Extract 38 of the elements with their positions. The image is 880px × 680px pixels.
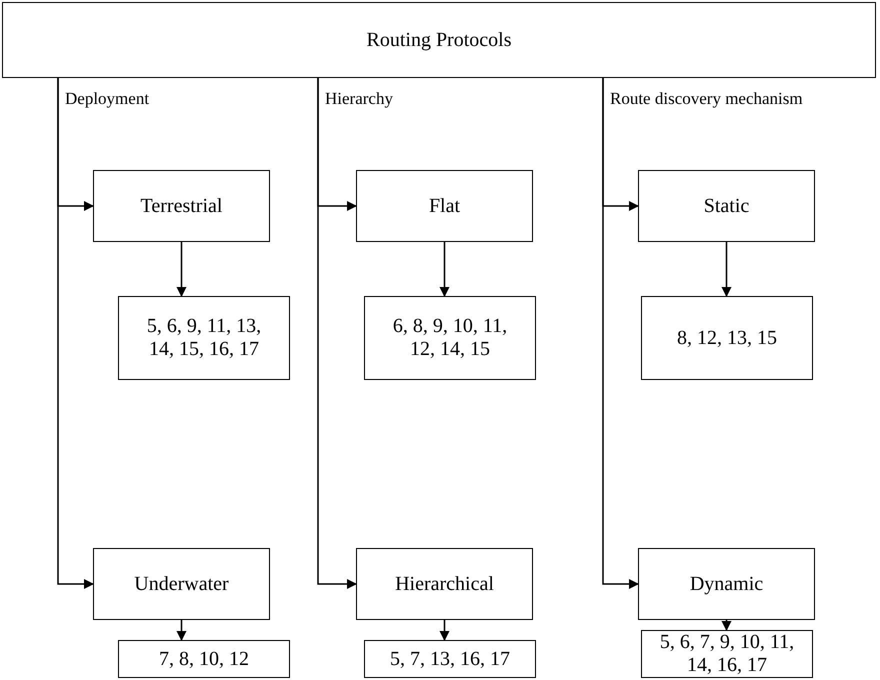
box-text: Dynamic [690,572,764,596]
box-text: Underwater [134,572,229,596]
category-box [93,548,270,620]
box-text: 5, 6, 9, 11, 13, 14, 15, 16, 17 [146,315,262,361]
arrow [57,78,94,589]
arrow [317,78,357,589]
arrow [176,242,186,297]
box-text: Static [704,194,750,218]
category-box [356,548,533,620]
box-text: 5, 7, 13, 16, 17 [390,648,510,670]
box-text: 6, 8, 9, 10, 11, 12, 14, 15 [392,315,508,361]
box-text: Hierarchical [395,572,494,596]
branch-label: Hierarchy [325,88,393,110]
category-box [641,630,813,678]
arrow [602,78,639,589]
category-box [356,170,533,242]
root-box [2,2,876,78]
arrow [722,242,732,297]
arrow [722,620,732,631]
box-text: 5, 6, 7, 9, 10, 11, 14, 16, 17 [658,631,796,677]
category-box [641,296,813,380]
box-text: Flat [428,194,460,218]
category-box [118,296,290,380]
branch-label: Deployment [65,88,150,110]
category-box [638,548,815,620]
box-text: 7, 8, 10, 12 [159,648,249,670]
arrow [440,620,450,641]
box-text: 8, 12, 13, 15 [677,326,777,350]
category-box [638,170,815,242]
arrow [440,242,450,297]
box-text: Terrestrial [140,194,222,218]
category-box [118,640,290,678]
branch-label: Route discovery mechanism [610,88,803,110]
category-box [93,170,270,242]
category-box [364,640,536,678]
box-text: Routing Protocols [366,28,512,52]
arrow [176,620,186,641]
category-box [364,296,536,380]
